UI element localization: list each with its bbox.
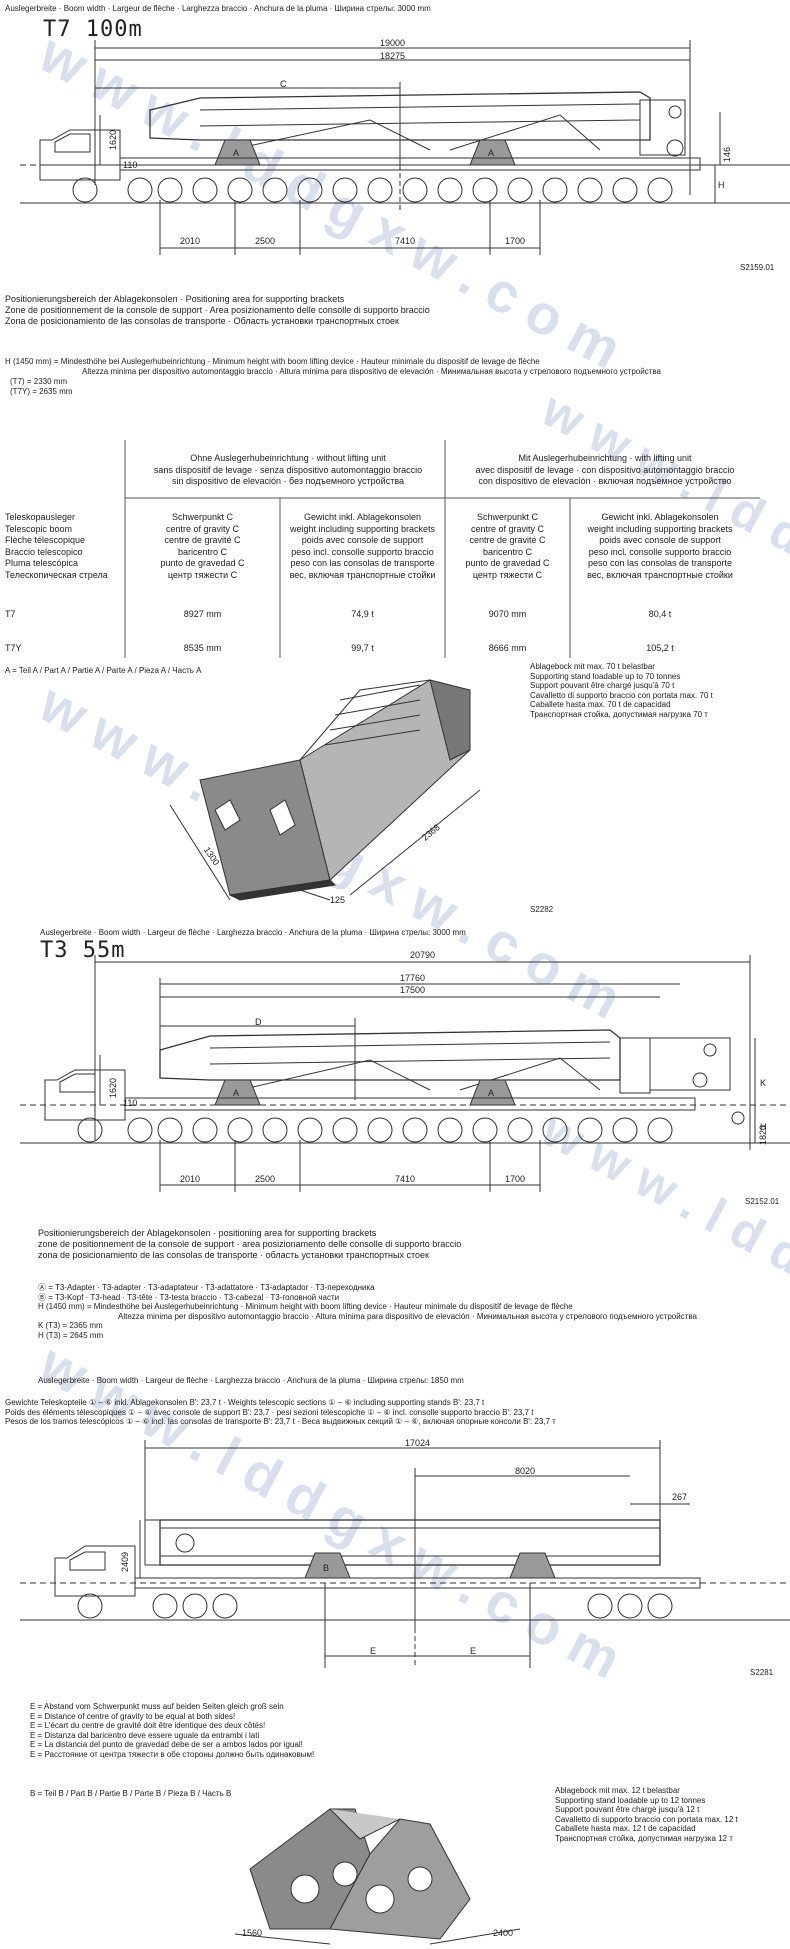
sections-dim-e: E xyxy=(470,1646,477,1656)
t7-dim-2500: 2500 xyxy=(255,236,276,246)
t7-dim-110: 110 xyxy=(123,160,138,170)
t7-dim-1700: 1700 xyxy=(505,236,526,246)
cog-table-lines xyxy=(124,440,760,658)
t7-dim-a: A xyxy=(488,148,495,158)
t7y-value: (T7Y) = 2635 mm xyxy=(10,387,73,396)
t3-dim-7410: 7410 xyxy=(395,1174,416,1184)
t3-adapter-text: Ⓐ = T3-Adapter · T3-adapter · T3-adaptat… xyxy=(38,1283,697,1340)
sections-transport-drawing xyxy=(20,1440,790,1668)
t7-dim-7410: 7410 xyxy=(395,236,416,246)
t7-height-note-2: Altezza minima per dispositivo automonta… xyxy=(82,367,661,376)
t7-dim-19000: 19000 xyxy=(380,38,406,48)
row-cog-without: 8927 mm xyxy=(183,609,222,619)
t3-dim-2010: 2010 xyxy=(180,1174,201,1184)
t3-dim-a: A xyxy=(233,1088,240,1098)
row-cog-without: 8535 mm xyxy=(183,643,222,653)
t7-positioning-text: Positionierungsbereich der Ablagekonsole… xyxy=(5,294,430,327)
bracket-b-label: B = Teil B / Part B / Partie B / Parte B… xyxy=(30,1789,232,1798)
t7-figure-id: S2159.01 xyxy=(740,263,775,272)
t3-boom-width: Auslegerbreite · Boom width · Largeur de… xyxy=(40,928,466,937)
row-weight-with: 105,2 t xyxy=(646,643,674,653)
t7-dim-146: 146 xyxy=(722,146,732,162)
row-weight-without: 99,7 t xyxy=(351,643,374,653)
t3-dim-20790: 20790 xyxy=(410,950,436,960)
t7-boom-width: Auslegerbreite · Boom width · Largeur de… xyxy=(5,4,431,13)
row-cog-with: 8666 mm xyxy=(488,643,527,653)
t3-dim-k: K xyxy=(760,1078,767,1088)
bracket-a-dim-125: 125 xyxy=(330,895,346,905)
t3-dim-h: H xyxy=(760,1122,767,1132)
t3-dim-17760: 17760 xyxy=(400,973,426,983)
t3-dim-1620: 1620 xyxy=(108,1077,118,1098)
row-label: T7Y xyxy=(5,643,22,653)
sections-boom-width: Auslegerbreite · Boom width · Largeur de… xyxy=(38,1376,464,1385)
t7-height-note-1: H (1450 mm) = Mindesthöhe bei Auslegerhu… xyxy=(5,357,540,366)
sections-dim-e: E xyxy=(370,1646,377,1656)
e-note-text: E = Abstand vom Schwerpunkt muss auf bei… xyxy=(30,1702,315,1759)
sections-weights-text: Gewichte Teleskopteile ① – ⑥ inkl. Ablag… xyxy=(5,1398,556,1426)
bracket-a-figure-id: S2282 xyxy=(530,905,554,914)
row-cog-with: 9070 mm xyxy=(488,609,527,619)
bracket-b-dim-1560: 1560 xyxy=(242,1928,263,1938)
sections-figure-id: S2281 xyxy=(750,1668,774,1677)
t7-positioning-line: Zona de posicionamiento de las consolas … xyxy=(5,316,399,326)
t3-dim-d: D xyxy=(255,1017,262,1027)
t3-transport-drawing xyxy=(20,955,790,1192)
sections-dim-b: B xyxy=(323,1563,330,1573)
t7-transport-drawing xyxy=(20,40,790,255)
table-header-with: Mit Auslegerhubeinrichtung · with liftin… xyxy=(475,453,735,486)
t3-dim-1700: 1700 xyxy=(505,1174,526,1184)
bracket-b-dim-2400: 2400 xyxy=(493,1928,514,1938)
t7-value: (T7) = 2330 mm xyxy=(10,377,68,386)
t3-figure-id: S2152.01 xyxy=(745,1197,780,1206)
t3-dim-2500: 2500 xyxy=(255,1174,276,1184)
sections-dim-267: 267 xyxy=(672,1492,688,1502)
t7-dim-c: C xyxy=(280,79,287,89)
bracket-a-drawing xyxy=(169,679,481,901)
bracket-a-label: A = Teil A / Part A / Partie A / Parte A… xyxy=(5,666,202,675)
t7-dim-18275: 18275 xyxy=(380,51,406,61)
row-weight-without: 74,9 t xyxy=(351,609,374,619)
t3-positioning-text: Positionierungsbereich der Ablagekonsole… xyxy=(38,1228,462,1260)
t7-dim-2010: 2010 xyxy=(180,236,201,246)
t3-dim-110: 110 xyxy=(123,1098,138,1108)
t7-dim-1620: 1620 xyxy=(108,129,118,150)
sections-dim-17024: 17024 xyxy=(405,1438,431,1448)
sections-dim-8020: 8020 xyxy=(515,1466,536,1476)
table-header-without: Ohne Auslegerhubeinrichtung · without li… xyxy=(153,453,423,486)
t7-positioning-line: Positionierungsbereich der Ablagekonsole… xyxy=(5,294,345,304)
sections-dim-2409: 2409 xyxy=(120,1551,130,1572)
t7-dim-h: H xyxy=(718,180,725,190)
t7-dim-a: A xyxy=(233,148,240,158)
row-weight-with: 80,4 t xyxy=(648,609,672,619)
t7-positioning-line: Zone de positionnement de la console de … xyxy=(5,305,430,315)
t3-dim-a: A xyxy=(488,1088,495,1098)
t3-dim-17500: 17500 xyxy=(400,985,426,995)
row-label: T7 xyxy=(5,609,16,619)
bracket-b-drawing xyxy=(234,1808,521,1945)
